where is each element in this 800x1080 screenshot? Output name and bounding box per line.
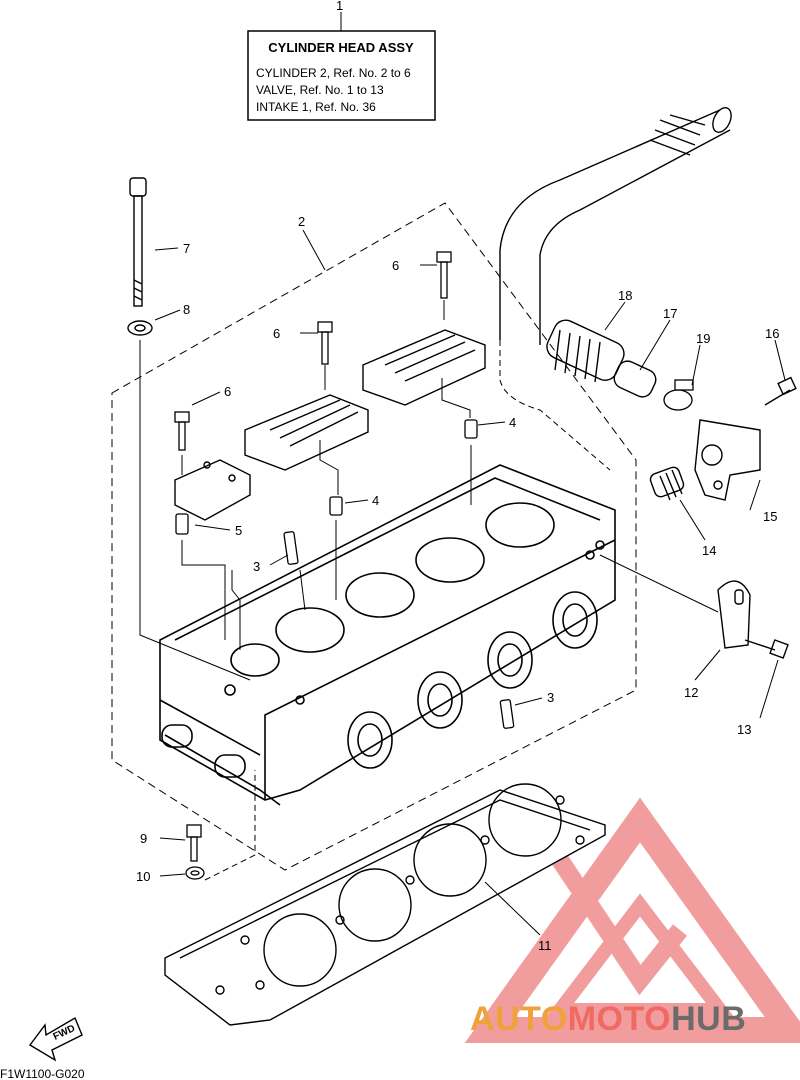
assy-box-line: VALVE, Ref. No. 1 to 13 bbox=[256, 83, 384, 97]
watermark-text-auto: AUTO bbox=[470, 1000, 568, 1038]
callout-number: 12 bbox=[684, 685, 698, 700]
watermark-text-moto: MOTO bbox=[568, 1000, 671, 1038]
watermark-logo-icon bbox=[464, 797, 800, 1043]
cylinder-head-part bbox=[159, 464, 616, 806]
callout-number: 15 bbox=[763, 509, 777, 524]
watermark-text: AUTOMOTOHUB bbox=[470, 1000, 746, 1038]
group-outline-cylinder bbox=[111, 202, 637, 871]
callout-number: 10 bbox=[136, 869, 150, 884]
head-gasket-part bbox=[164, 783, 606, 1026]
callout-number: 13 bbox=[737, 722, 751, 737]
callout-number: 1 bbox=[336, 0, 343, 13]
thermostat-part bbox=[649, 466, 685, 501]
callout-number: 9 bbox=[140, 831, 147, 846]
thermostat-cover-part bbox=[694, 376, 797, 501]
callout-number: 4 bbox=[509, 415, 516, 430]
callout-number: 6 bbox=[224, 384, 231, 399]
callout-number: 11 bbox=[538, 938, 552, 953]
callout-number: 18 bbox=[618, 288, 632, 303]
callout-number: 14 bbox=[702, 543, 716, 558]
dowel-pin-part bbox=[175, 419, 515, 729]
diagram-code: F1W1100-G020 bbox=[0, 1067, 85, 1080]
callout-number: 19 bbox=[696, 331, 710, 346]
callout-number: 8 bbox=[183, 302, 190, 317]
assy-box bbox=[247, 12, 436, 121]
clamp-part bbox=[663, 379, 694, 411]
callout-number: 3 bbox=[253, 559, 260, 574]
callout-number: 3 bbox=[547, 690, 554, 705]
callout-number: 4 bbox=[372, 493, 379, 508]
assy-box-line: INTAKE 1, Ref. No. 36 bbox=[256, 100, 376, 114]
watermark-text-hub: HUB bbox=[671, 1000, 746, 1038]
callout-number: 5 bbox=[235, 523, 242, 538]
assy-box-line: CYLINDER 2, Ref. No. 2 to 6 bbox=[256, 66, 411, 80]
bracket-part bbox=[717, 580, 789, 659]
callout-number: 16 bbox=[765, 326, 779, 341]
long-bolt-part bbox=[127, 177, 153, 336]
assy-box-title: CYLINDER HEAD ASSY bbox=[268, 40, 414, 55]
cap-bolt-part bbox=[174, 251, 452, 451]
fwd-arrow-icon bbox=[28, 1016, 83, 1062]
callout-number: 6 bbox=[273, 326, 280, 341]
small-bolt-part bbox=[185, 824, 205, 880]
callout-number: 7 bbox=[183, 241, 190, 256]
callout-number: 6 bbox=[392, 258, 399, 273]
hose-part bbox=[499, 107, 732, 398]
callout-leaders bbox=[154, 247, 786, 936]
cam-cap-part bbox=[174, 329, 486, 521]
callout-number: 2 bbox=[298, 214, 305, 229]
callout-number: 17 bbox=[663, 306, 677, 321]
